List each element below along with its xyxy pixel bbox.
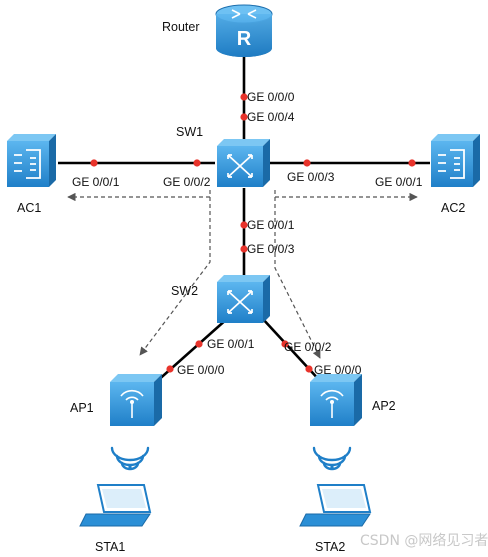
- wifi-signal-icon-ap2: [312, 446, 352, 471]
- port-dot-ac1: [90, 159, 98, 167]
- port-label-sw1-ac1: GE 0/0/2: [163, 175, 211, 189]
- port-label-sw1-ac2: GE 0/0/3: [287, 170, 335, 184]
- port-label-ap1: GE 0/0/0: [177, 363, 225, 377]
- router-icon[interactable]: R: [215, 4, 273, 57]
- sta2-laptop-icon[interactable]: [299, 484, 372, 527]
- sw2-label: SW2: [171, 284, 198, 298]
- port-dots: [90, 93, 416, 373]
- sta1-label: STA1: [95, 540, 125, 554]
- port-dot-sw2-ap1: [195, 340, 203, 348]
- port-label-ap2: GE 0/0/0: [314, 363, 362, 377]
- port-dot-router-down: [240, 93, 248, 101]
- ac1-controller-icon[interactable]: [7, 134, 56, 187]
- ac2-label: AC2: [441, 201, 465, 215]
- ap2-label: AP2: [372, 399, 396, 413]
- sta2-label: STA2: [315, 540, 345, 554]
- link-sw2-ap1: [154, 317, 229, 384]
- port-dot-ac2: [408, 159, 416, 167]
- port-dot-sw1-ac1: [193, 159, 201, 167]
- port-dot-ap2: [305, 365, 313, 373]
- port-dot-sw1-ac2: [303, 159, 311, 167]
- port-label-ac1: GE 0/0/1: [72, 175, 120, 189]
- wifi-signal-icon-ap1: [110, 446, 150, 471]
- port-label-sw2-ap2: GE 0/0/2: [284, 340, 332, 354]
- capwap-tunnels: [67, 190, 418, 359]
- ap1-access-point-icon[interactable]: [110, 374, 162, 426]
- port-label-sw2-up: GE 0/0/3: [247, 242, 295, 256]
- svg-text:R: R: [237, 28, 252, 50]
- sta1-laptop-icon[interactable]: [79, 484, 152, 527]
- sw1-switch-icon[interactable]: [217, 139, 270, 187]
- sw1-label: SW1: [176, 125, 203, 139]
- links: [58, 56, 430, 384]
- link-sw2-ap2: [261, 317, 323, 384]
- port-dot-sw2-ap2: [281, 340, 289, 348]
- port-label-sw1-down: GE 0/0/1: [247, 218, 295, 232]
- tunnel-ac1-ap1: [139, 190, 211, 356]
- port-label-sw1-up: GE 0/0/4: [247, 110, 295, 124]
- port-dot-sw2-up: [240, 245, 248, 253]
- tunnel-ac2-ap2: [274, 190, 321, 359]
- port-dot-ap1: [166, 365, 174, 373]
- ac2-controller-icon[interactable]: [431, 134, 480, 187]
- port-dot-sw1-down: [240, 221, 248, 229]
- ap1-label: AP1: [70, 401, 94, 415]
- ac1-label: AC1: [17, 201, 41, 215]
- port-dot-sw1-up: [240, 113, 248, 121]
- port-label-router-down: GE 0/0/0: [247, 90, 295, 104]
- router-label: Router: [162, 20, 200, 34]
- watermark: CSDN @网络见习者: [360, 533, 488, 549]
- port-label-ac2: GE 0/0/1: [375, 175, 423, 189]
- sw2-switch-icon[interactable]: [217, 275, 270, 323]
- port-label-sw2-ap1: GE 0/0/1: [207, 337, 255, 351]
- ap2-access-point-icon[interactable]: [310, 374, 362, 426]
